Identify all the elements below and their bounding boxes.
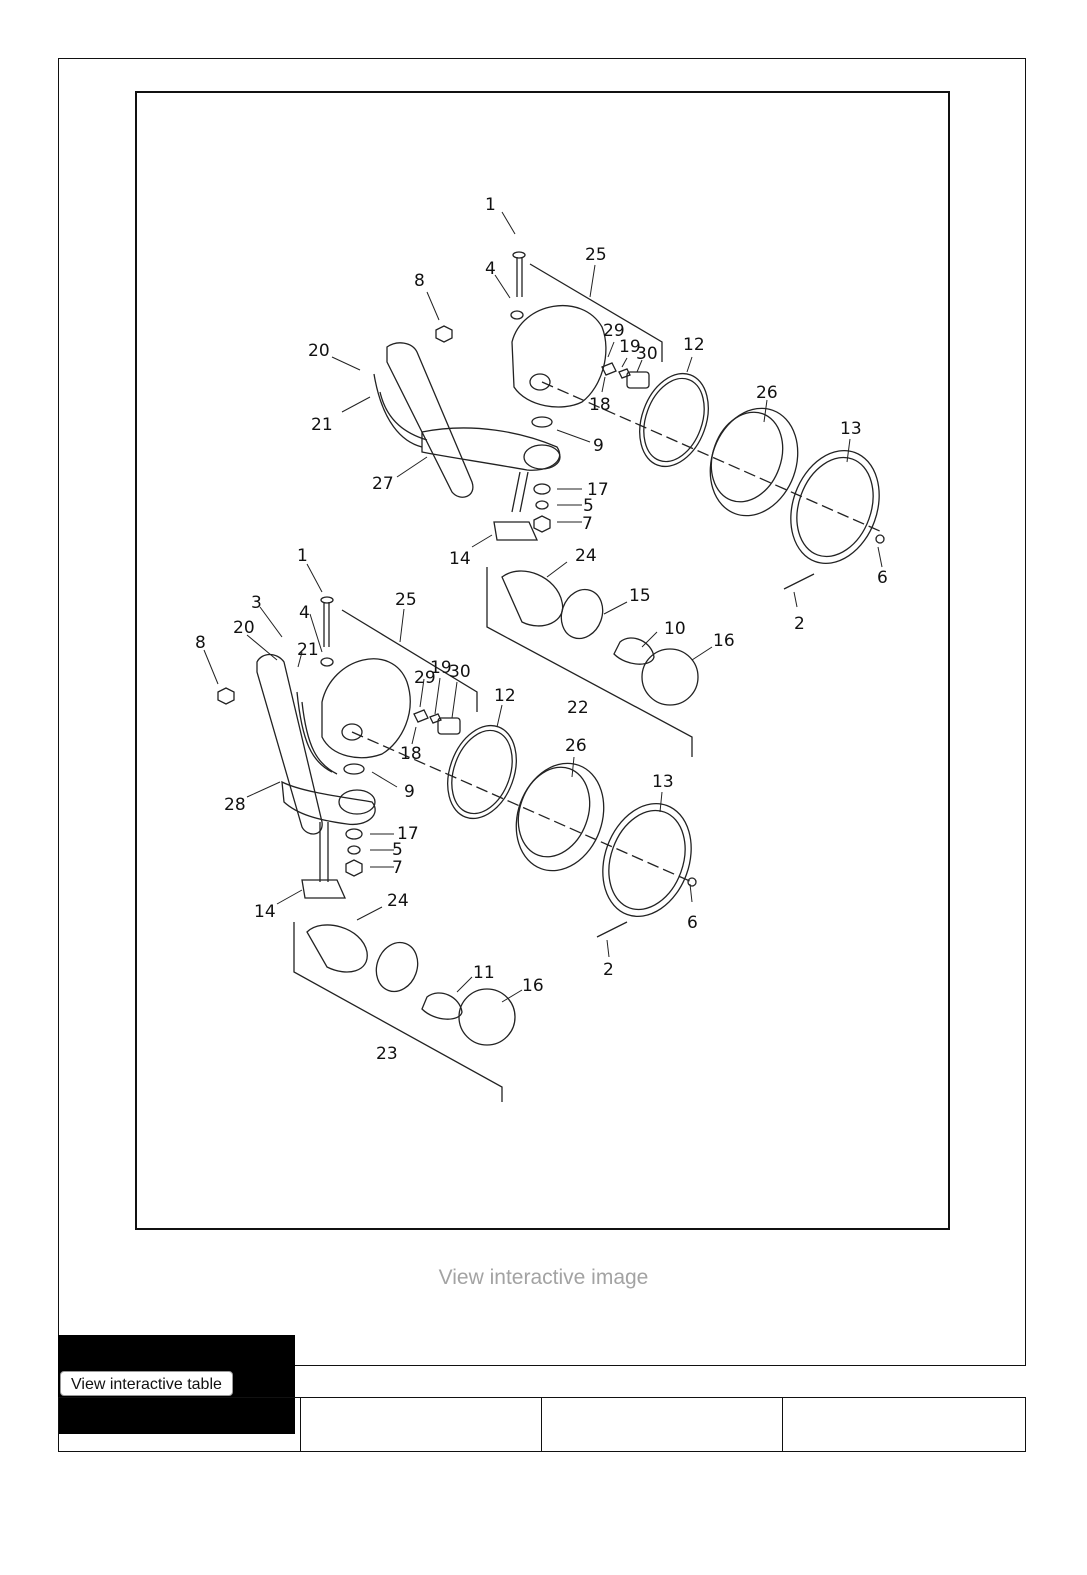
callout-top-4: 4 xyxy=(485,259,496,279)
callout-top-29: 29 xyxy=(603,321,625,341)
callout-bottom-8: 8 xyxy=(195,633,206,653)
parts-table xyxy=(58,1397,1026,1452)
callout-top-7: 7 xyxy=(582,514,593,534)
callout-bottom-4: 4 xyxy=(299,603,310,623)
callout-bottom-26: 26 xyxy=(565,736,587,756)
callout-top-2: 2 xyxy=(794,614,805,634)
callout-bottom-19: 19 xyxy=(430,658,452,678)
callout-bottom-18: 18 xyxy=(400,744,422,764)
callout-bottom-23: 23 xyxy=(376,1044,398,1064)
callout-top-9: 9 xyxy=(593,436,604,456)
view-interactive-table-button[interactable]: View interactive table xyxy=(60,1371,233,1396)
headlamp-unit-top xyxy=(709,407,799,517)
callout-bottom-2: 2 xyxy=(603,960,614,980)
callout-bottom-11: 11 xyxy=(473,963,495,983)
callout-bottom-13: 13 xyxy=(652,772,674,792)
callout-bottom-28: 28 xyxy=(224,795,246,815)
callout-bottom-12: 12 xyxy=(494,686,516,706)
callout-top-5: 5 xyxy=(583,496,594,516)
callout-bottom-24: 24 xyxy=(387,891,409,911)
page-frame xyxy=(58,58,1026,1366)
callout-bottom-5: 5 xyxy=(392,840,403,860)
turn-signal-housing-top xyxy=(501,570,564,627)
callout-top-1: 1 xyxy=(485,195,496,215)
callout-top-30: 30 xyxy=(636,344,658,364)
callout-top-16: 16 xyxy=(713,631,735,651)
callout-top-8: 8 xyxy=(414,271,425,291)
callout-bottom-17: 17 xyxy=(397,824,419,844)
callout-top-25: 25 xyxy=(585,245,607,265)
callout-bottom-3: 3 xyxy=(251,593,262,613)
bezel-bottom xyxy=(602,802,692,918)
trim-ring-bottom xyxy=(447,724,517,820)
callout-top-15: 15 xyxy=(629,586,651,606)
callout-top-18: 18 xyxy=(589,395,611,415)
mount-arm-top xyxy=(386,342,474,498)
callout-top-10: 10 xyxy=(664,619,686,639)
callout-top-6: 6 xyxy=(877,568,888,588)
callout-bottom-1: 1 xyxy=(297,546,308,566)
mount-bracket-bottom xyxy=(281,780,376,826)
callout-top-19: 19 xyxy=(619,337,641,357)
callout-bottom-25: 25 xyxy=(395,590,417,610)
table-header-cell xyxy=(541,1398,782,1451)
callout-bottom-9: 9 xyxy=(404,782,415,802)
callout-bottom-29: 29 xyxy=(414,668,436,688)
headlamp-unit-bottom xyxy=(515,762,605,872)
callout-bottom-30: 30 xyxy=(449,662,471,682)
callout-top-17: 17 xyxy=(587,480,609,500)
callout-bottom-14: 14 xyxy=(254,902,276,922)
mount-bracket-top xyxy=(421,427,561,471)
callout-top-13: 13 xyxy=(840,419,862,439)
callout-bottom-6: 6 xyxy=(687,913,698,933)
callout-top-26: 26 xyxy=(756,383,778,403)
callout-top-20: 20 xyxy=(308,341,330,361)
callout-top-24: 24 xyxy=(575,546,597,566)
callout-top-27: 27 xyxy=(372,474,394,494)
turn-signal-housing-bottom xyxy=(306,924,368,973)
table-header-cell xyxy=(300,1398,541,1451)
headlamp-shell-bottom xyxy=(321,658,411,759)
callout-top-22: 22 xyxy=(567,698,589,718)
callout-bottom-20: 20 xyxy=(233,618,255,638)
headlamp-shell-top xyxy=(511,304,607,408)
mount-arm-bottom xyxy=(256,653,323,835)
exploded-parts-diagram: 1425820291930122118926132717571424151016… xyxy=(195,195,888,1102)
callout-bottom-21: 21 xyxy=(297,640,319,660)
callout-bottom-7: 7 xyxy=(392,858,403,878)
callout-top-14: 14 xyxy=(449,549,471,569)
callout-top-12: 12 xyxy=(683,335,705,355)
table-header-cell xyxy=(782,1398,1026,1451)
view-interactive-image-link[interactable]: View interactive image xyxy=(438,1266,649,1289)
callout-bottom-16: 16 xyxy=(522,976,544,996)
callout-top-21: 21 xyxy=(311,415,333,435)
trim-ring-top xyxy=(639,372,709,468)
bezel-top xyxy=(790,449,880,565)
